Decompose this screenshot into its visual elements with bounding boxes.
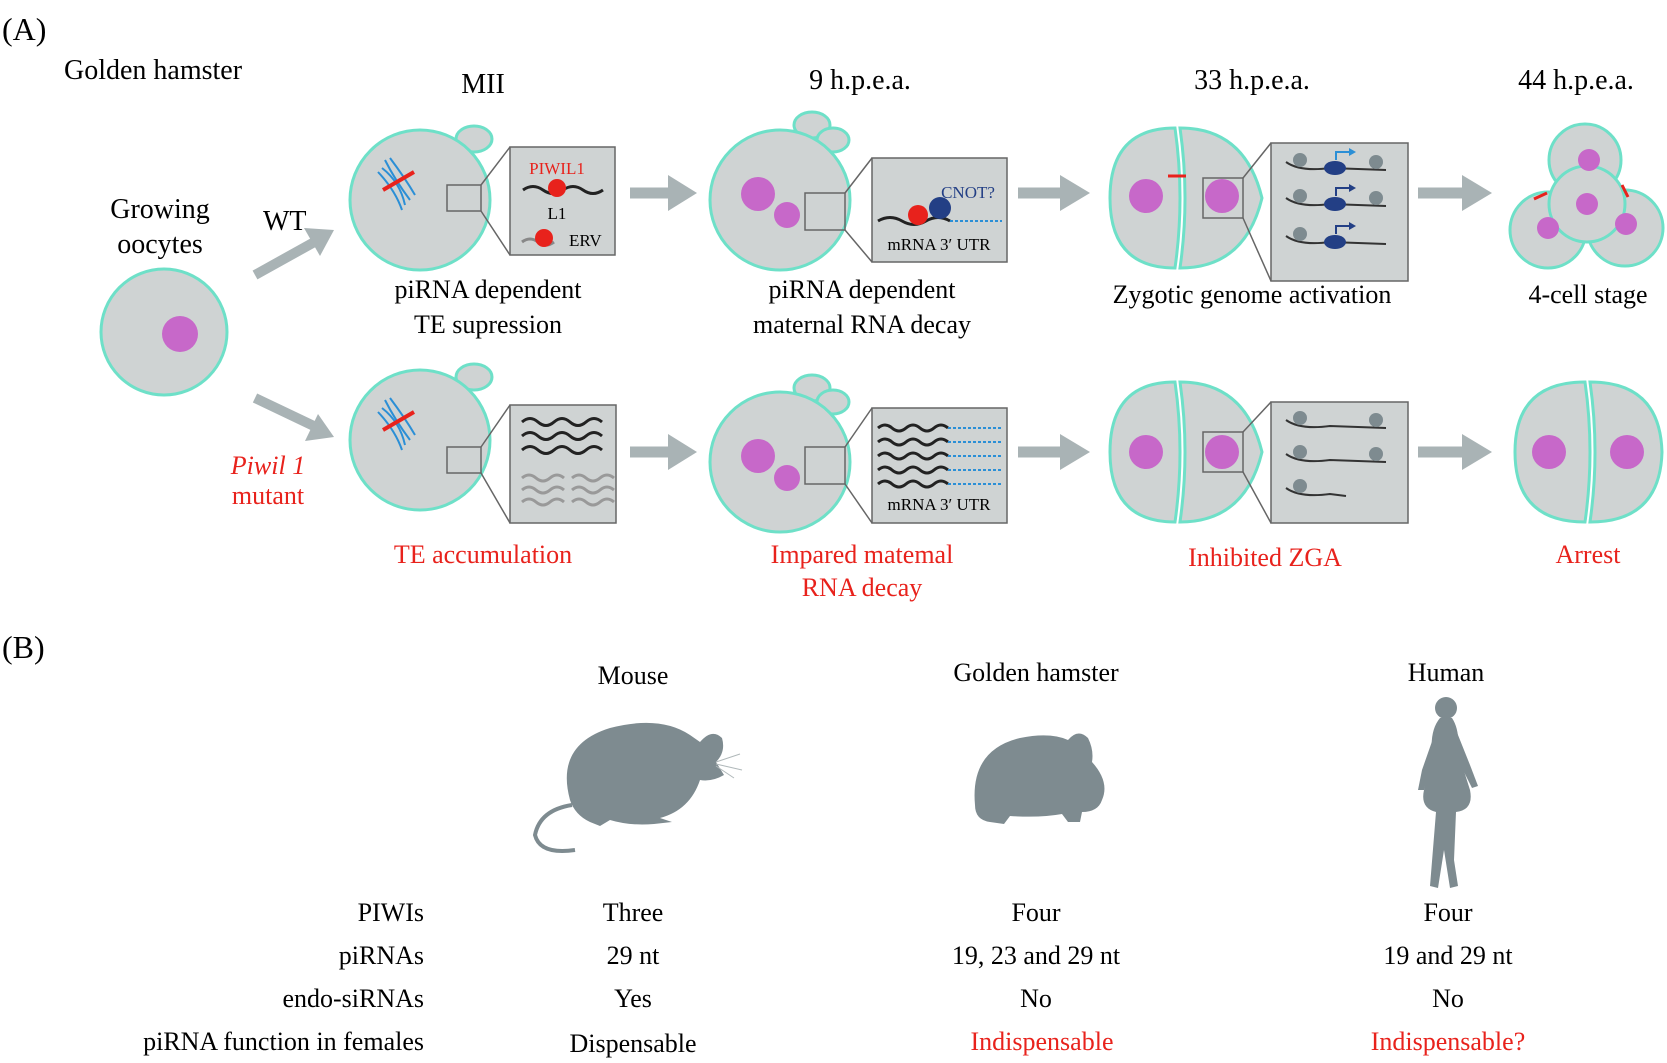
mutant-33h-caption: Inhibited ZGA <box>1188 543 1342 572</box>
wt-33h-caption: Zygotic genome activation <box>1113 280 1392 309</box>
panel-a-label: (A) <box>2 11 46 47</box>
mutant-44h-cell <box>1513 380 1664 524</box>
mutant-arrow-2 <box>1018 434 1090 470</box>
mutant-33h-cell <box>1108 380 1272 524</box>
wt-33h-inset <box>1270 142 1409 282</box>
stage-header-44h: 44 h.p.e.a. <box>1518 65 1634 96</box>
species-hamster: Golden hamster <box>953 658 1119 687</box>
wt-mii-caption-2: TE supression <box>414 310 562 339</box>
species-mouse: Mouse <box>598 661 669 690</box>
mutant-9h-caption-1: Impared matemal <box>771 540 954 569</box>
wt-33h-cell <box>1108 126 1272 282</box>
cell-mouse-endo: Yes <box>614 984 652 1013</box>
mutant-9h-caption-2: RNA decay <box>802 573 923 602</box>
l1-label: L1 <box>548 204 567 223</box>
cell-mouse-function: Dispensable <box>569 1029 696 1058</box>
row-label-pirnas: piRNAs <box>339 941 424 970</box>
cell-human-function: Indispensable? <box>1371 1027 1526 1056</box>
piwil1-label: PIWIL1 <box>529 159 585 178</box>
cell-human-pirnas: 19 and 29 nt <box>1383 941 1513 970</box>
mrna-utr-label-mutant: mRNA 3′ UTR <box>888 495 992 514</box>
wt-mii-cell <box>348 124 511 272</box>
wt-9h-caption-1: piRNA dependent <box>768 275 956 304</box>
wt-mii-inset: PIWIL1 L1 ERV <box>509 146 616 256</box>
wt-44h-caption: 4-cell stage <box>1528 280 1647 309</box>
growing-oocyte-cell <box>99 267 229 397</box>
cell-mouse-pirnas: 29 nt <box>607 941 661 970</box>
stage-header-mii: MII <box>461 69 505 100</box>
stage-header-9h: 9 h.p.e.a. <box>809 65 911 96</box>
mutant-arrow <box>252 393 334 441</box>
mutant-mii-caption: TE accumulation <box>394 540 572 569</box>
mouse-silhouette-icon <box>532 722 743 853</box>
human-silhouette-icon <box>1418 697 1478 888</box>
mrna-utr-label-wt: mRNA 3′ UTR <box>888 235 992 254</box>
wt-arrow <box>252 228 334 280</box>
wt-arrow-2 <box>1018 175 1090 211</box>
mutant-mii-inset <box>509 404 617 524</box>
wt-mii-caption-1: piRNA dependent <box>394 275 582 304</box>
mutant-9h-cell <box>708 373 873 534</box>
wt-9h-caption-2: maternal RNA decay <box>753 310 971 339</box>
mutant-label-1: Piwil 1 <box>230 451 305 480</box>
cell-hamster-piwis: Four <box>1011 898 1060 927</box>
row-label-endo-sirnas: endo-siRNAs <box>282 984 424 1013</box>
growing-oocytes-label-1: Growing <box>110 194 210 225</box>
cell-hamster-pirnas: 19, 23 and 29 nt <box>952 941 1121 970</box>
wt-arrow-1 <box>630 175 697 211</box>
mutant-9h-inset: mRNA 3′ UTR <box>871 407 1008 524</box>
species-human: Human <box>1408 658 1485 687</box>
mutant-arrow-1 <box>630 434 697 470</box>
cell-hamster-endo: No <box>1020 984 1052 1013</box>
cnot-label: CNOT? <box>941 183 995 202</box>
wt-9h-inset: CNOT? mRNA 3′ UTR <box>871 157 1008 263</box>
cell-human-endo: No <box>1432 984 1464 1013</box>
mutant-44h-caption: Arrest <box>1556 540 1622 569</box>
cell-human-piwis: Four <box>1423 898 1472 927</box>
mutant-33h-inset <box>1270 401 1409 524</box>
mutant-arrow-3 <box>1418 434 1492 470</box>
hamster-silhouette-icon <box>974 733 1105 824</box>
row-label-pirna-function: piRNA function in females <box>143 1027 424 1056</box>
mutant-label-2: mutant <box>232 481 305 510</box>
mutant-mii-cell <box>348 362 511 524</box>
cell-hamster-function: Indispensable <box>971 1027 1114 1056</box>
erv-label: ERV <box>569 231 602 250</box>
wt-label: WT <box>263 206 307 237</box>
stage-header-33h: 33 h.p.e.a. <box>1194 65 1310 96</box>
wt-arrow-3 <box>1418 175 1492 211</box>
row-label-piwis: PIWIs <box>358 898 424 927</box>
panel-b-label: (B) <box>2 629 45 665</box>
growing-oocytes-label-2: oocytes <box>117 229 203 260</box>
wt-9h-cell <box>708 110 873 272</box>
organism-title: Golden hamster <box>64 55 243 86</box>
cell-mouse-piwis: Three <box>603 898 664 927</box>
wt-44h-cell <box>1508 122 1665 270</box>
